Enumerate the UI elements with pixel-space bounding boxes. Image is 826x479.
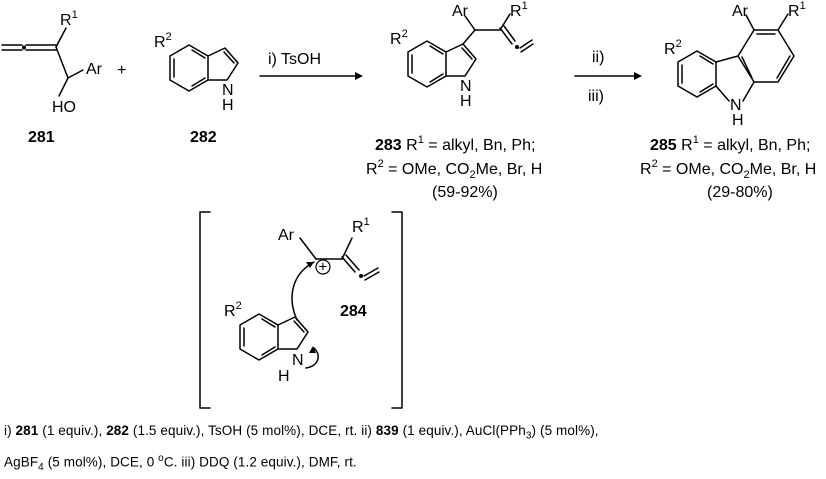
allene-center-dot (22, 45, 26, 50)
indole-nitrogen-label: N (460, 78, 472, 95)
reactant-282-structure: R2 N H 282 (154, 31, 239, 146)
arrow-2-top-label: ii) (592, 49, 604, 66)
aryl-label: Ar (732, 3, 749, 20)
reaction-arrow-2: ii) iii) (574, 49, 642, 105)
aryl-label: Ar (278, 227, 295, 244)
product-285-line-1: 285 R1 = alkyl, Bn, Ph; (650, 134, 810, 154)
reaction-conditions: i) 281 (1 equiv.), 282 (1.5 equiv.), TsO… (4, 420, 824, 479)
curved-arrow-nitrogen (305, 347, 319, 369)
r1-label: R1 (510, 0, 528, 20)
compound-id-282: 282 (190, 129, 217, 146)
carbazole-hydrogen-label: H (732, 112, 744, 129)
r1-label: R1 (788, 0, 806, 20)
product-285-line-2: R2 = OMe, CO2Me, Br, H (640, 158, 816, 181)
intermediate-284-bracket (199, 211, 403, 409)
r2-label: R2 (390, 28, 408, 48)
indole-nitrogen-label: N (292, 352, 304, 369)
indole-hydrogen-label: H (460, 93, 472, 110)
r2-label: R2 (664, 38, 682, 58)
plus-sign: + (117, 62, 126, 79)
reaction-scheme: R1 HO Ar 281 + R2 N H 282 i) TsOH (1, 0, 816, 409)
product-283-line-1: 283 R1 = alkyl, Bn, Ph; (375, 134, 535, 154)
conditions-line-2: AgBF4 (5 mol%), DCE, 0 oC. iii) DDQ (1.2… (4, 452, 357, 473)
indole-hydrogen-label: H (278, 368, 290, 385)
product-283-line-2: R2 = OMe, CO2Me, Br, H (366, 158, 542, 181)
curved-arrow-attack (291, 261, 315, 321)
product-285-yield: (29-80%) (707, 184, 773, 201)
indole-nitrogen-label: N (222, 82, 234, 99)
arrow-1-condition: i) TsOH (268, 51, 321, 68)
r1-label: R1 (352, 216, 370, 236)
r2-label: R2 (154, 31, 172, 51)
product-283-yield: (59-92%) (432, 184, 498, 201)
indole-hydrogen-label: H (222, 97, 234, 114)
carbazole-nitrogen-label: N (730, 97, 742, 114)
r2-label: R2 (224, 300, 242, 320)
carbocation-charge-circle (315, 259, 331, 275)
aryl-label: Ar (452, 3, 469, 20)
reactant-281-structure: R1 HO Ar 281 (1, 9, 103, 146)
compound-id-284: 284 (340, 303, 367, 320)
reaction-arrow-1: i) TsOH (259, 51, 363, 80)
hydroxyl-label: HO (52, 99, 76, 116)
compound-id-281: 281 (28, 129, 55, 146)
r1-label: R1 (60, 9, 78, 29)
product-283-caption: 283 R1 = alkyl, Bn, Ph; R2 = OMe, CO2Me,… (366, 134, 542, 201)
aryl-label: Ar (86, 61, 103, 78)
product-285-caption: 285 R1 = alkyl, Bn, Ph; R2 = OMe, CO2Me,… (640, 134, 816, 201)
intermediate-284-structure: + Ar R1 284 R2 N H (224, 216, 380, 385)
product-285-structure: Ar R1 R2 N H (664, 0, 806, 129)
conditions-line-1: i) 281 (1 equiv.), 282 (1.5 equiv.), TsO… (4, 423, 599, 442)
arrow-2-bottom-label: iii) (588, 88, 604, 105)
product-283-structure: Ar R1 R2 N H (390, 0, 534, 110)
carbocation-charge: + (319, 259, 328, 276)
